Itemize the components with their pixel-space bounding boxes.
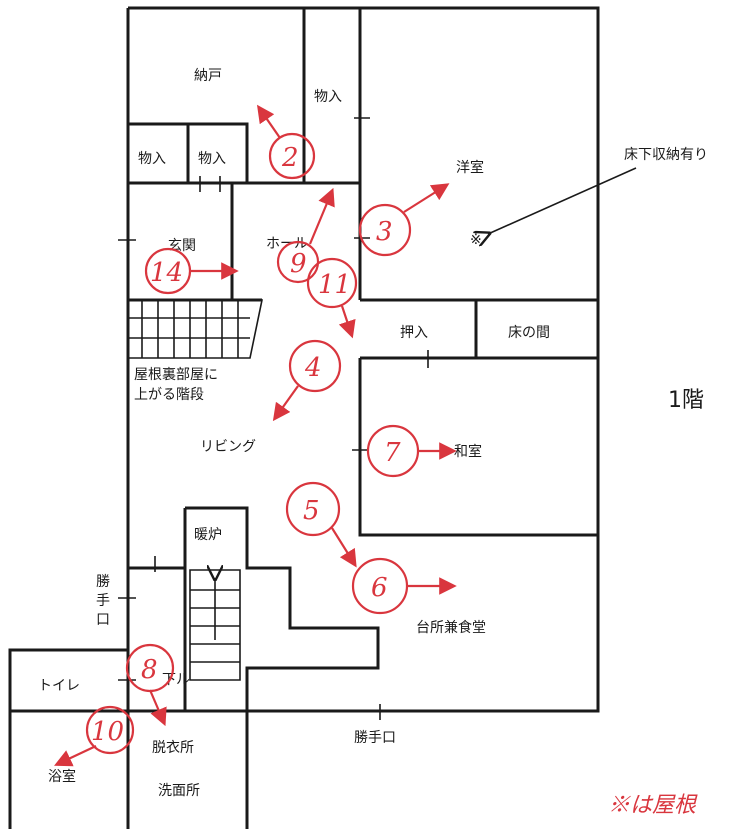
- svg-text:14: 14: [150, 258, 183, 288]
- svg-text:2: 2: [281, 143, 299, 173]
- katteguchi-side-3: 口: [96, 612, 110, 628]
- marker-7[interactable]: 7: [366, 424, 457, 478]
- marker-5[interactable]: 5: [285, 481, 357, 568]
- handwritten-note: ※は屋根: [608, 793, 698, 818]
- marker-3[interactable]: 3: [358, 183, 450, 257]
- room-washitsu: 和室: [454, 443, 482, 460]
- svg-text:11: 11: [318, 270, 351, 300]
- room-datsui: 脱衣所: [152, 740, 194, 756]
- room-oshiire: 押入: [400, 325, 428, 341]
- svg-text:9: 9: [290, 249, 307, 279]
- svg-text:7: 7: [384, 438, 401, 468]
- marker-4[interactable]: 4: [272, 339, 342, 422]
- room-senmen: 洗面所: [158, 783, 200, 799]
- katteguchi-bottom: 勝手口: [354, 730, 396, 746]
- katteguchi-side-2: 手: [96, 593, 110, 609]
- annotation-arrow: [488, 167, 637, 234]
- room-kitchen: 台所兼食堂: [416, 619, 486, 636]
- marker-10[interactable]: 10: [54, 705, 135, 767]
- svg-text:5: 5: [303, 496, 320, 526]
- room-monoire-left: 物入: [138, 151, 166, 167]
- room-yoshitsu: 洋室: [456, 159, 484, 176]
- walls: [8, 6, 600, 829]
- svg-text:10: 10: [91, 717, 124, 747]
- room-living: リビング: [200, 439, 256, 455]
- marker-14[interactable]: 14: [144, 247, 239, 295]
- marker-11[interactable]: 11: [306, 257, 358, 339]
- annotation-text: 床下収納有り: [624, 147, 708, 163]
- room-toilet: トイレ: [38, 678, 80, 694]
- door-marks: [118, 117, 429, 720]
- room-rouka: 下ル: [162, 672, 190, 688]
- room-monoire-right: 物入: [198, 151, 226, 167]
- katteguchi-side-1: 勝: [96, 574, 110, 590]
- photo-markers: 2 3 14 9 11 4 7: [54, 104, 457, 767]
- floor-label: 1階: [668, 388, 704, 413]
- room-tokonoma: 床の間: [508, 325, 550, 341]
- svg-text:8: 8: [141, 655, 158, 685]
- marker-6[interactable]: 6: [351, 557, 457, 615]
- room-danro: 暖炉: [194, 527, 222, 543]
- stairs-label-line1: 屋根裏部屋に: [134, 366, 218, 383]
- attic-stairs: [127, 299, 263, 359]
- svg-text:3: 3: [376, 217, 393, 247]
- marker-8[interactable]: 8: [125, 643, 175, 727]
- kitchen-stairs: [189, 570, 241, 681]
- annotation-mark: ※: [470, 232, 482, 248]
- room-genkan: 玄関: [168, 237, 196, 254]
- stairs-label-line2: 上がる階段: [134, 387, 204, 403]
- room-yokushitsu: 浴室: [48, 768, 76, 785]
- marker-2[interactable]: 2: [256, 104, 316, 180]
- marker-9[interactable]: 9: [276, 187, 335, 284]
- room-monoire-top: 物入: [314, 89, 342, 105]
- room-nando: 納戸: [194, 68, 222, 84]
- svg-text:4: 4: [304, 353, 322, 383]
- svg-text:6: 6: [371, 573, 388, 603]
